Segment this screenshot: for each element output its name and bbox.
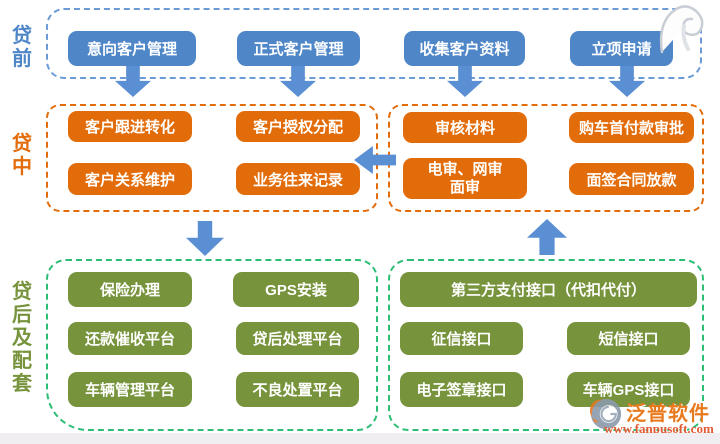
flow-arrow-up-post-to-mid [527, 219, 567, 255]
watermark: 泛普软件 www.fanpusoft.com [590, 395, 718, 437]
node-insurance-processing: 保险办理 [68, 272, 192, 307]
node-intent-customer-management: 意向客户管理 [68, 31, 196, 66]
node-business-transaction-records: 业务往来记录 [236, 163, 360, 195]
node-vehicle-management-platform: 车辆管理平台 [68, 372, 192, 407]
node-contract-signing-disbursement: 面签合同放款 [569, 163, 694, 195]
label-midloan: 贷中 [12, 133, 32, 178]
node-customer-followup-conversion: 客户跟进转化 [68, 111, 192, 142]
flow-arrow-down-mid-to-post [186, 221, 224, 256]
node-vehicle-gps-interface: 车辆GPS接口 [567, 372, 690, 407]
zone-preloan [46, 8, 702, 79]
node-postloan-processing-platform: 贷后处理平台 [236, 322, 359, 355]
zone-postloan-left [46, 259, 378, 431]
watermark-url-text: www.fanpusoft.com [604, 421, 714, 436]
node-sms-interface: 短信接口 [567, 322, 690, 355]
footer-bar [0, 433, 720, 444]
node-esignature-interface: 电子签章接口 [400, 372, 523, 407]
node-project-application: 立项申请 [570, 31, 673, 66]
node-formal-customer-management: 正式客户管理 [237, 31, 360, 66]
node-car-downpayment-approval: 购车首付款审批 [569, 112, 694, 143]
zone-postloan-right [388, 259, 704, 431]
label-postloan: 贷后及配套 [12, 281, 32, 395]
node-phone-online-interview-review: 电审、网审 面审 [403, 158, 527, 199]
node-gps-installation: GPS安装 [233, 272, 359, 307]
node-customer-authorization-allocation: 客户授权分配 [236, 111, 360, 142]
node-thirdparty-payment-interface: 第三方支付接口（代扣代付） [400, 272, 697, 307]
node-review-materials: 审核材料 [403, 112, 527, 143]
node-phone-online-review-line2: 面审 [449, 178, 480, 196]
watermark-logo-icon [590, 398, 622, 430]
watermark-brand-text: 泛普软件 [626, 403, 710, 425]
node-repayment-collection-platform: 还款催收平台 [68, 322, 192, 355]
node-credit-interface: 征信接口 [400, 322, 523, 355]
node-customer-relationship-maintenance: 客户关系维护 [68, 163, 192, 195]
node-collect-customer-info: 收集客户资料 [404, 31, 525, 66]
node-bad-asset-disposal-platform: 不良处置平台 [236, 372, 359, 407]
label-preloan: 贷前 [12, 25, 32, 70]
page-curl-decoration [659, 5, 704, 54]
node-phone-online-review-line1: 电审、网审 [427, 160, 503, 178]
